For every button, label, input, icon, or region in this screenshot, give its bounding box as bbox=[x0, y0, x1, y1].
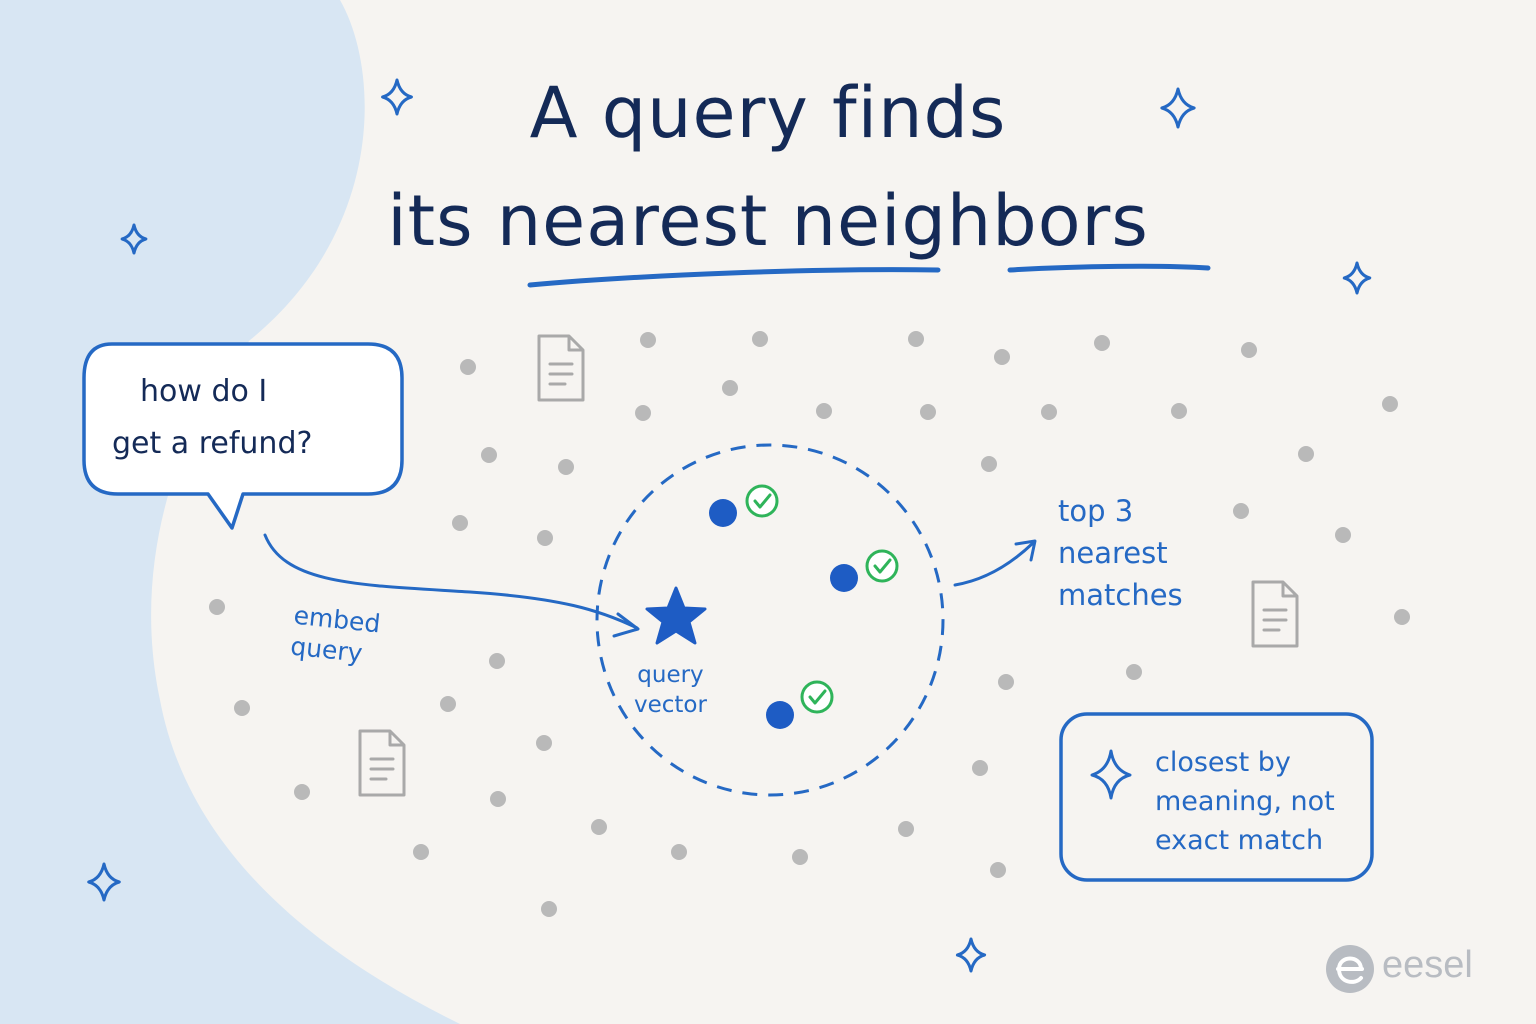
sparkle-decorations bbox=[87, 78, 1372, 973]
search-radius-circle bbox=[595, 443, 945, 797]
embed-arrowhead bbox=[612, 612, 640, 638]
embedding-point bbox=[994, 349, 1010, 365]
matches-line-3: matches bbox=[1058, 578, 1183, 612]
speech-line-1: how do I bbox=[140, 374, 268, 409]
document-outline bbox=[1251, 580, 1299, 648]
embedding-points bbox=[209, 331, 1410, 917]
callout-line-1: closest by bbox=[1155, 747, 1291, 778]
callout-text: closest by meaning, not exact match bbox=[1155, 743, 1335, 860]
embedding-point bbox=[898, 821, 914, 837]
check-circle-icon bbox=[865, 549, 899, 583]
check-mark bbox=[873, 558, 892, 574]
document-icon bbox=[1251, 580, 1299, 648]
embedding-point bbox=[1241, 342, 1257, 358]
check-mark bbox=[753, 493, 772, 509]
embedding-point bbox=[460, 359, 476, 375]
embedding-point bbox=[981, 456, 997, 472]
title-line-1: A query finds bbox=[529, 72, 1007, 154]
match-point bbox=[766, 701, 794, 729]
callout-line-2: meaning, not bbox=[1155, 786, 1335, 817]
embedding-point bbox=[440, 696, 456, 712]
embedding-point bbox=[908, 331, 924, 347]
embedding-point bbox=[591, 819, 607, 835]
embedding-point bbox=[640, 332, 656, 348]
matches-arrow bbox=[953, 541, 1035, 587]
embedding-point bbox=[1382, 396, 1398, 412]
nearest-matches bbox=[709, 484, 899, 729]
embedding-point bbox=[792, 849, 808, 865]
match-point bbox=[709, 499, 737, 527]
embedding-point bbox=[920, 404, 936, 420]
embedding-point bbox=[998, 674, 1014, 690]
embedding-point bbox=[234, 700, 250, 716]
brand-name: eesel bbox=[1382, 944, 1473, 986]
matches-line-2: nearest bbox=[1058, 536, 1168, 570]
query-vector-label: query vector bbox=[634, 660, 707, 720]
embedding-point bbox=[541, 901, 557, 917]
embedding-point bbox=[671, 844, 687, 860]
query-vector-line-1: query bbox=[637, 662, 704, 688]
document-outline bbox=[358, 729, 406, 797]
star-icon bbox=[645, 586, 707, 645]
check-circle-icon bbox=[745, 484, 779, 518]
sparkle-icon bbox=[1342, 261, 1372, 295]
embedding-point bbox=[1126, 664, 1142, 680]
embedding-point bbox=[1394, 609, 1410, 625]
match-point bbox=[830, 564, 858, 592]
sparkle-icon bbox=[120, 223, 148, 255]
embedding-point bbox=[635, 405, 651, 421]
embedding-point bbox=[452, 515, 468, 531]
embedding-point bbox=[972, 760, 988, 776]
embedding-point bbox=[1171, 403, 1187, 419]
check-mark bbox=[808, 689, 827, 705]
embedding-point bbox=[1335, 527, 1351, 543]
callout-line-3: exact match bbox=[1155, 825, 1324, 856]
embedding-point bbox=[490, 791, 506, 807]
check-circle-icon bbox=[800, 680, 834, 714]
embedding-point bbox=[558, 459, 574, 475]
speech-bubble bbox=[82, 342, 404, 530]
embedding-point bbox=[209, 599, 225, 615]
eesel-logo-icon bbox=[1326, 945, 1374, 993]
sparkle-icon bbox=[1090, 749, 1132, 800]
embedding-point bbox=[536, 735, 552, 751]
title-line-2: its nearest neighbors bbox=[0, 180, 1536, 262]
embedding-point bbox=[816, 403, 832, 419]
embedding-point bbox=[537, 530, 553, 546]
embedding-point bbox=[1094, 335, 1110, 351]
sparkle-icon bbox=[1160, 87, 1196, 129]
document-icon bbox=[537, 334, 585, 402]
document-icon bbox=[358, 729, 406, 797]
query-vector-line-2: vector bbox=[634, 692, 707, 718]
document-icons bbox=[358, 334, 1299, 797]
title-underline bbox=[527, 263, 1211, 288]
matches-label: top 3 nearest matches bbox=[1058, 490, 1183, 616]
embedding-point bbox=[413, 844, 429, 860]
background-wave bbox=[0, 0, 460, 1024]
sparkle-icon bbox=[381, 78, 413, 116]
embedding-point bbox=[489, 653, 505, 669]
embedding-point bbox=[722, 380, 738, 396]
embedding-point bbox=[481, 447, 497, 463]
embed-query-label: embed query bbox=[289, 600, 382, 671]
sparkle-icon bbox=[955, 937, 987, 973]
embedding-point bbox=[294, 784, 310, 800]
document-outline bbox=[537, 334, 585, 402]
title-emphasis: nearest neighbors bbox=[496, 180, 1149, 262]
embedding-point bbox=[1298, 446, 1314, 462]
callout-box bbox=[1059, 712, 1374, 882]
embedding-point bbox=[752, 331, 768, 347]
matches-line-1: top 3 bbox=[1058, 494, 1134, 528]
matches-arrowhead bbox=[1014, 539, 1037, 562]
speech-bubble-text: how do I get a refund? bbox=[112, 372, 392, 464]
speech-line-2: get a refund? bbox=[112, 426, 313, 461]
embedding-point bbox=[1233, 503, 1249, 519]
embedding-point bbox=[1041, 404, 1057, 420]
title-plain: its bbox=[387, 180, 497, 262]
embedding-point bbox=[990, 862, 1006, 878]
sparkle-icon bbox=[87, 862, 121, 902]
